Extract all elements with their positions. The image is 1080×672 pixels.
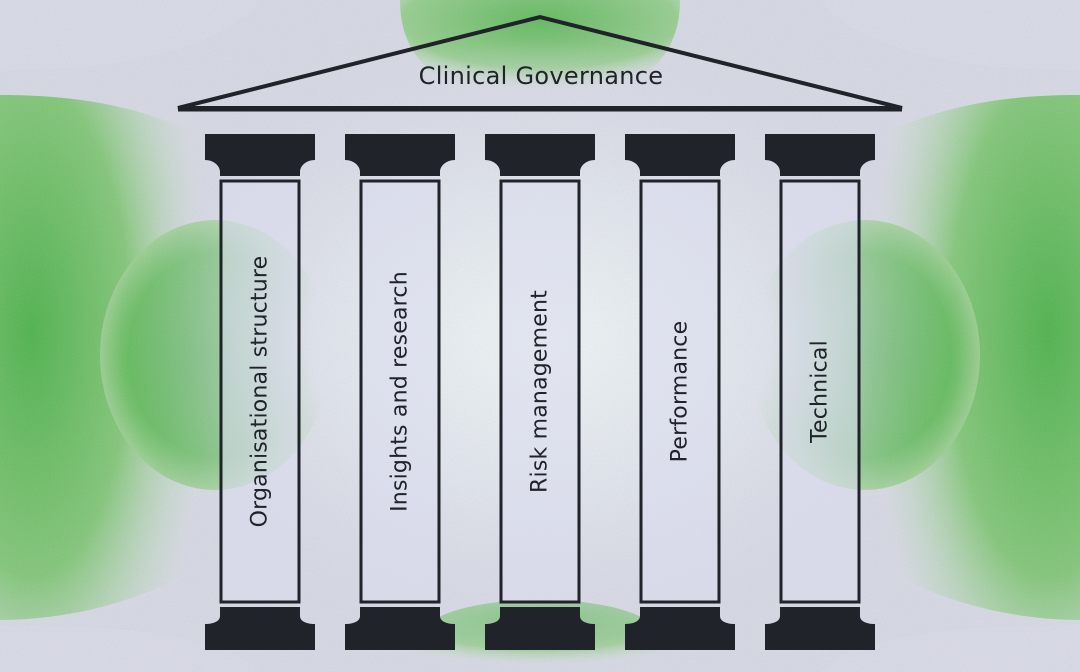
roof-title: Clinical Governance (419, 62, 664, 90)
pillar-shaft (779, 179, 861, 604)
pillar: Organisational structure (205, 134, 315, 650)
pillar-label: Insights and research (388, 271, 413, 512)
pillar-label: Performance (668, 321, 693, 463)
pillar-capital (765, 134, 875, 176)
pillar-base (345, 607, 455, 650)
pillar: Technical (765, 134, 875, 650)
pillar: Insights and research (345, 134, 455, 650)
pillar-capital (345, 134, 455, 176)
pillar-label: Risk management (528, 290, 553, 493)
pillar-capital (625, 134, 735, 176)
pillar: Risk management (485, 134, 595, 650)
pillar-base (625, 607, 735, 650)
pillar-shaft (499, 179, 581, 604)
pillars: Organisational structure Insights and res… (205, 134, 875, 650)
pillar-shaft (639, 179, 721, 604)
pillar-base (205, 607, 315, 650)
pillar-capital (205, 134, 315, 176)
pillar-base (485, 607, 595, 650)
pillar-base (765, 607, 875, 650)
pillar-shaft (359, 179, 441, 604)
pillar-shaft (219, 179, 301, 604)
pillar-capital (485, 134, 595, 176)
pillar: Performance (625, 134, 735, 650)
pillar-label: Organisational structure (248, 256, 273, 528)
pillar-label: Technical (808, 340, 833, 444)
roof: Clinical Governance (177, 14, 903, 112)
